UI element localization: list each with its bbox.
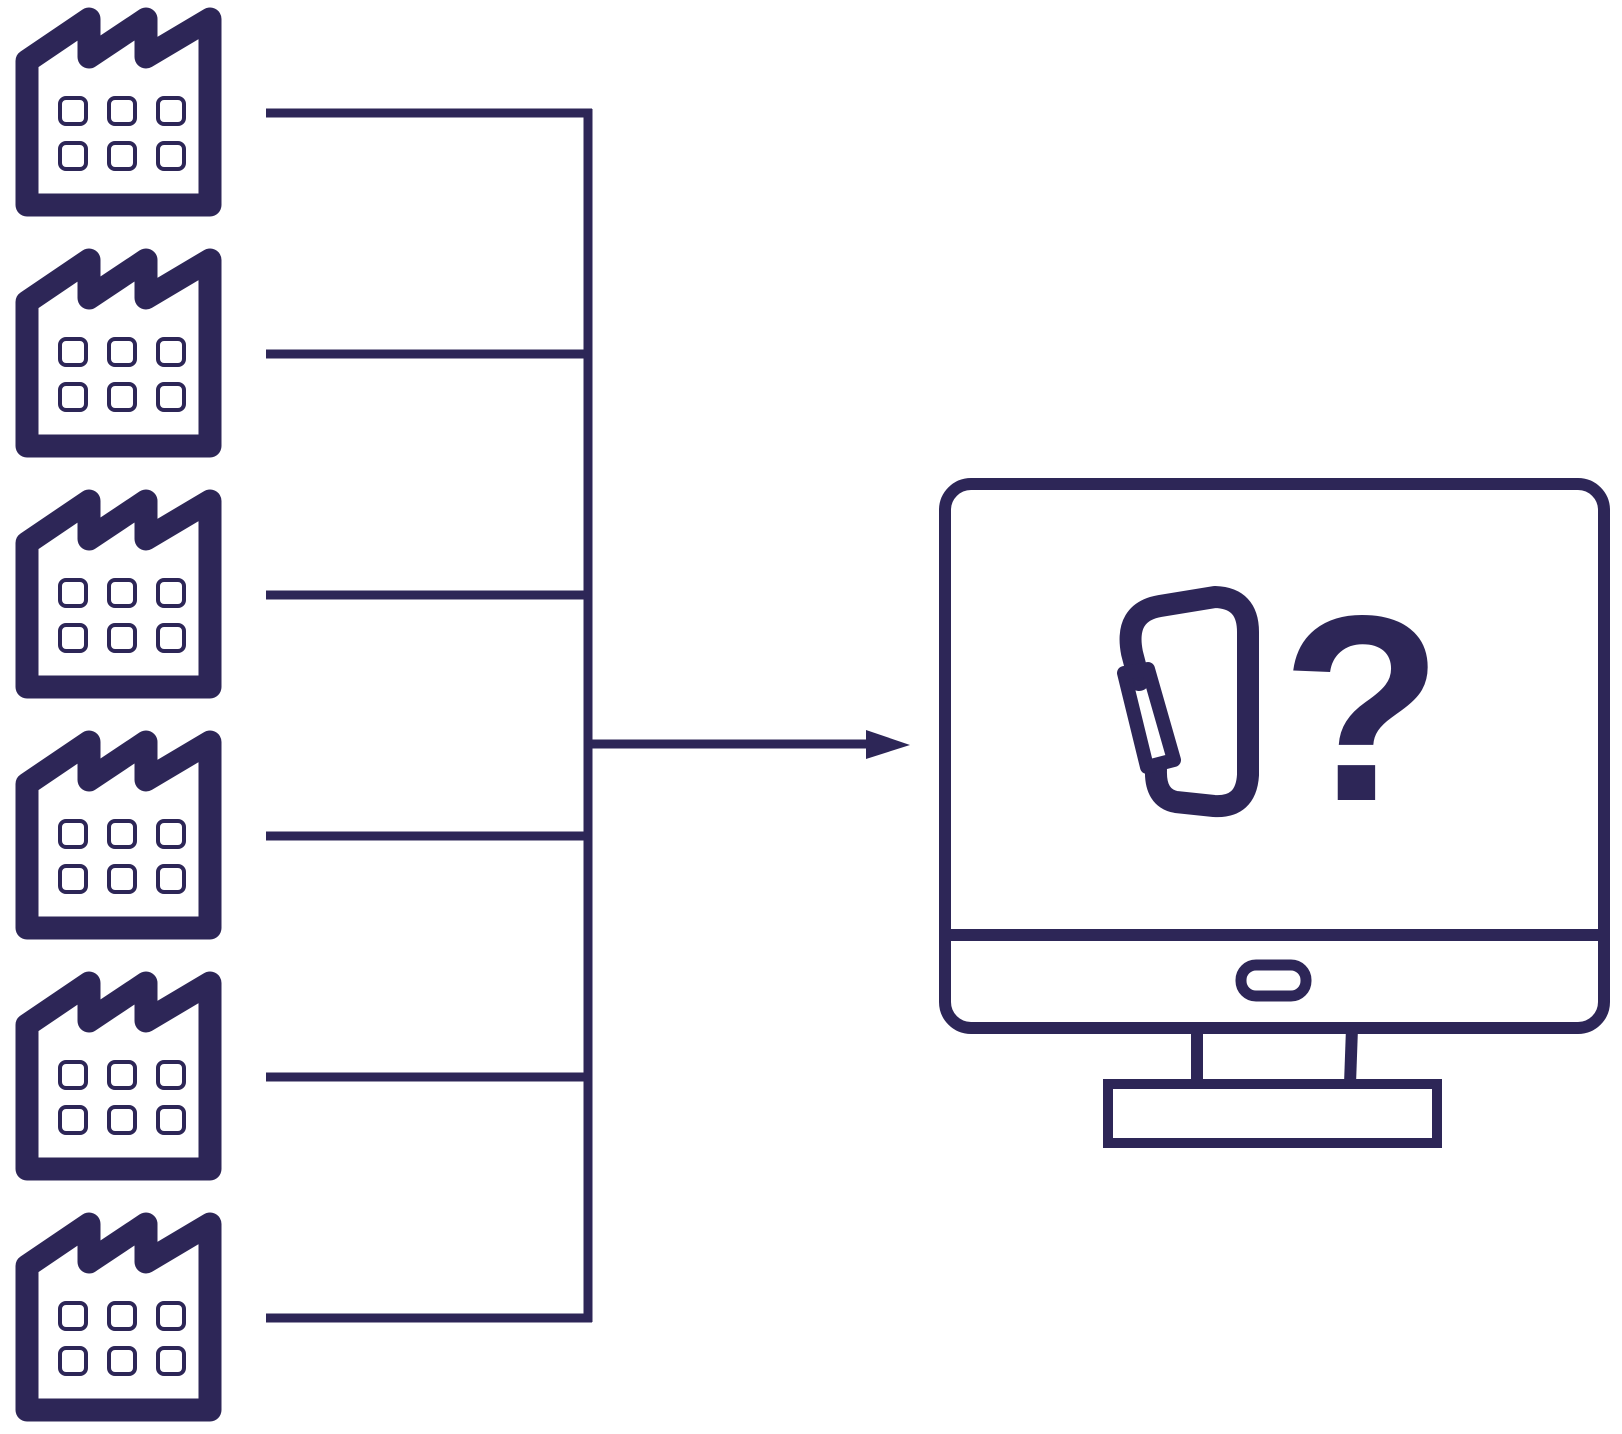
monitor-icon: ?	[939, 478, 1610, 1148]
factory-icon	[27, 19, 210, 205]
arrow-to-monitor	[588, 730, 910, 759]
question-mark: ?	[1281, 561, 1443, 857]
connector-lines	[266, 108, 593, 1323]
factory-icon	[27, 742, 210, 928]
carabiner-icon	[1117, 586, 1259, 818]
factory-icon	[27, 260, 210, 446]
factory-icon	[27, 1224, 210, 1410]
factory-column	[27, 19, 210, 1410]
monitor-stand	[1103, 1027, 1442, 1148]
factory-icon	[27, 501, 210, 687]
factory-icon	[27, 983, 210, 1169]
